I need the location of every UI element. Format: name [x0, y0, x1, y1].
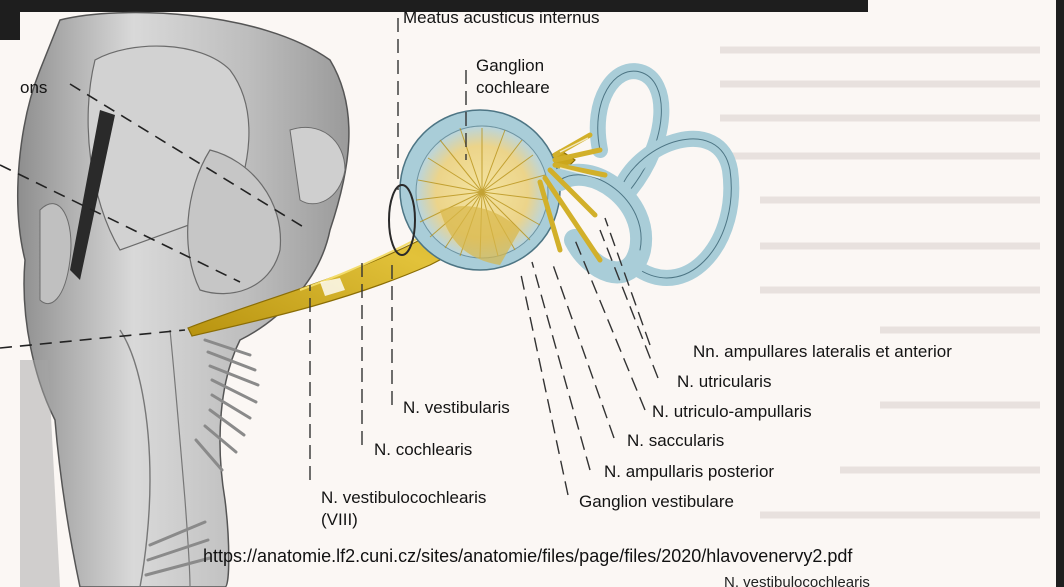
label-n-vestibularis: N. vestibularis [403, 398, 510, 417]
label-n-utriculo-ampullaris: N. utriculo-ampullaris [652, 402, 812, 421]
label-ganglion-cochleare-line2: cochleare [476, 78, 550, 97]
label-ganglion-vestibulare: Ganglion vestibulare [579, 492, 734, 511]
label-meatus-acusticus-internus: Meatus acusticus internus [403, 8, 600, 27]
label-n-vestibulocochlearis-line2: (VIII) [321, 510, 358, 529]
label-n-ampullaris-posterior: N. ampullaris posterior [604, 462, 774, 481]
label-n-saccularis: N. saccularis [627, 431, 724, 450]
cochlea [400, 110, 560, 270]
label-nn-ampullares: Nn. ampullares lateralis et anterior [693, 342, 952, 361]
label-pons-partial: ons [20, 78, 47, 97]
source-url[interactable]: https://anatomie.lf2.cuni.cz/sites/anato… [203, 546, 852, 567]
frame-left-block [0, 0, 20, 40]
label-ganglion-cochleare-line1: Ganglion [476, 56, 544, 75]
label-n-utricularis: N. utricularis [677, 372, 771, 391]
frame-right-strip [1056, 0, 1064, 587]
label-n-vestibulocochlearis-line1: N. vestibulocochlearis [321, 488, 486, 507]
label-n-cochlearis: N. cochlearis [374, 440, 472, 459]
bottom-partial-text: N. vestibulocochlearis [724, 570, 870, 587]
